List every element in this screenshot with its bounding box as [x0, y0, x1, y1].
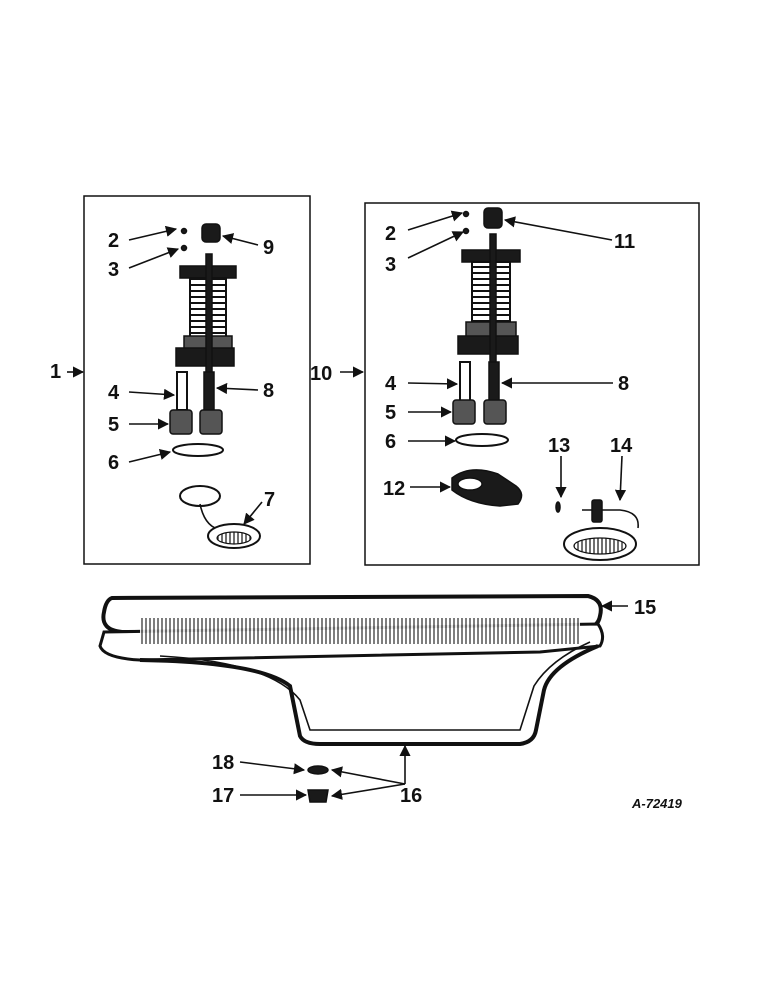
label-2: 2 — [108, 230, 119, 252]
label-7: 7 — [264, 489, 275, 511]
label-2-right: 2 — [385, 223, 396, 245]
oil-pan: 15 16 18 17 — [98, 593, 656, 807]
label-4: 4 — [108, 382, 120, 404]
label-4-right: 4 — [385, 373, 397, 395]
right-panel: 10 2 3 11 4 8 5 6 13 14 12 — [310, 202, 700, 566]
right-screen-14 — [563, 499, 639, 561]
right-cap-11 — [483, 207, 503, 229]
label-10: 10 — [310, 363, 332, 385]
left-gasket-6 — [172, 443, 224, 457]
left-panel: 1 2 3 9 4 8 5 6 7 — [50, 195, 311, 565]
right-pin-3 — [462, 227, 470, 235]
right-gasket-6 — [455, 433, 509, 447]
label-5: 5 — [108, 414, 119, 436]
left-shaft-4 — [176, 371, 188, 411]
label-11: 11 — [614, 231, 635, 253]
label-9: 9 — [263, 237, 274, 259]
label-14: 14 — [610, 435, 633, 457]
left-shaft-8 — [203, 371, 215, 411]
right-gear-5b — [483, 399, 507, 425]
left-screen-7 — [179, 485, 261, 549]
label-1: 1 — [50, 361, 61, 383]
left-pump-body — [175, 253, 237, 391]
label-17: 17 — [212, 785, 234, 807]
right-shaft-4 — [459, 361, 471, 403]
label-18: 18 — [212, 752, 234, 774]
label-15: 15 — [634, 597, 656, 619]
label-5-right: 5 — [385, 402, 396, 424]
label-16: 16 — [400, 785, 422, 807]
label-6: 6 — [108, 452, 119, 474]
right-shaft-8 — [488, 361, 500, 403]
left-panel-frame — [83, 195, 311, 565]
left-gear-5a — [169, 409, 193, 435]
label-3: 3 — [108, 259, 119, 281]
left-pin-3 — [180, 244, 188, 252]
label-8-right: 8 — [618, 373, 629, 395]
left-cap-9 — [201, 223, 221, 243]
label-3-right: 3 — [385, 254, 396, 276]
label-12: 12 — [383, 478, 405, 500]
left-gear-5b — [199, 409, 223, 435]
right-panel-frame — [364, 202, 700, 566]
right-cover-12 — [451, 469, 523, 507]
drain-plug-17 — [307, 789, 329, 803]
label-6-right: 6 — [385, 431, 396, 453]
right-pin-2 — [462, 210, 470, 218]
drain-washer-18 — [307, 765, 329, 775]
right-gear-5a — [452, 399, 476, 425]
right-pin-13 — [555, 501, 561, 513]
left-pin-2 — [180, 227, 188, 235]
label-8: 8 — [263, 380, 274, 402]
figure-id: A-72419 — [631, 796, 683, 811]
right-pump-body — [457, 233, 521, 375]
label-13: 13 — [548, 435, 570, 457]
